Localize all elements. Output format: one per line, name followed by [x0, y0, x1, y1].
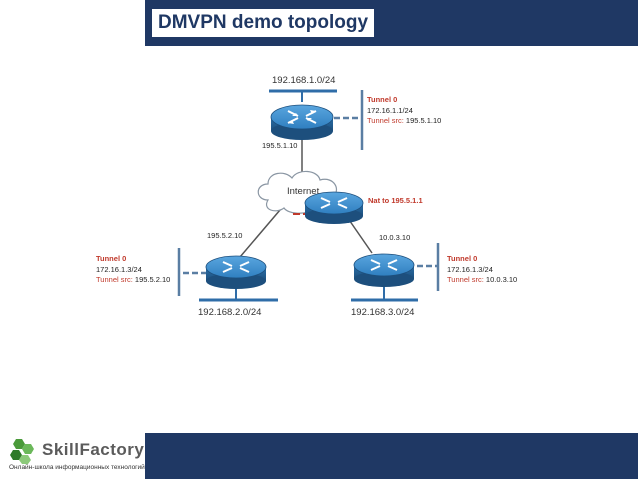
footer-bar — [145, 433, 638, 479]
left-tunnel-info: Tunnel 0 172.16.1.3/24 Tunnel src: 195.5… — [96, 254, 170, 286]
left-tunnel-src-label: Tunnel src: — [96, 275, 135, 284]
left-tunnel-src-ip: 195.5.2.10 — [134, 275, 171, 284]
nat-label: Nat to 195.5.1.1 — [368, 196, 423, 205]
hub-tunnel-src-label: Tunnel src: — [367, 116, 406, 125]
hub-tunnel-address: 172.16.1.1/24 — [367, 105, 413, 115]
router-icon — [270, 104, 334, 140]
slide-title: DMVPN demo topology — [152, 9, 375, 37]
right-tunnel-info: Tunnel 0 172.16.1.3/24 Tunnel src: 10.0.… — [447, 254, 517, 286]
hub-tunnel-name: Tunnel 0 — [367, 95, 398, 104]
right-tunnel-address: 172.16.1.3/24 — [447, 264, 493, 274]
topology-diagram — [177, 89, 440, 302]
right-tunnel-src-ip: 10.0.3.10 — [485, 275, 518, 284]
logo-name: SkillFactory — [42, 440, 145, 459]
internet-label: Internet — [287, 186, 320, 197]
top-lan-label: 192.168.1.0/24 — [272, 75, 336, 86]
right-lan-label: 192.168.3.0/24 — [351, 307, 415, 318]
left-tunnel-address: 172.16.1.3/24 — [96, 264, 142, 274]
router-icon — [304, 191, 364, 224]
tunnel-interfaces — [177, 90, 440, 296]
left-tunnel-name: Tunnel 0 — [96, 254, 127, 263]
router-icon — [353, 253, 415, 287]
hub-tunnel-src-ip: 195.5.1.10 — [405, 116, 442, 125]
logo-tagline: Онлайн-школа информационных технологий — [9, 464, 145, 471]
left-wan-ip: 195.5.2.10 — [207, 231, 243, 240]
hub-wan-ip: 195.5.1.10 — [262, 141, 298, 150]
hub-tunnel-info: Tunnel 0 172.16.1.1/24 Tunnel src: 195.5… — [367, 95, 441, 127]
left-lan-label: 192.168.2.0/24 — [198, 307, 262, 318]
right-wan-ip: 10.0.3.10 — [379, 233, 411, 242]
hexagon-cluster-logo-icon — [10, 439, 34, 464]
right-tunnel-src-label: Tunnel src: — [447, 275, 486, 284]
router-icon — [205, 255, 267, 289]
right-tunnel-name: Tunnel 0 — [447, 254, 478, 263]
